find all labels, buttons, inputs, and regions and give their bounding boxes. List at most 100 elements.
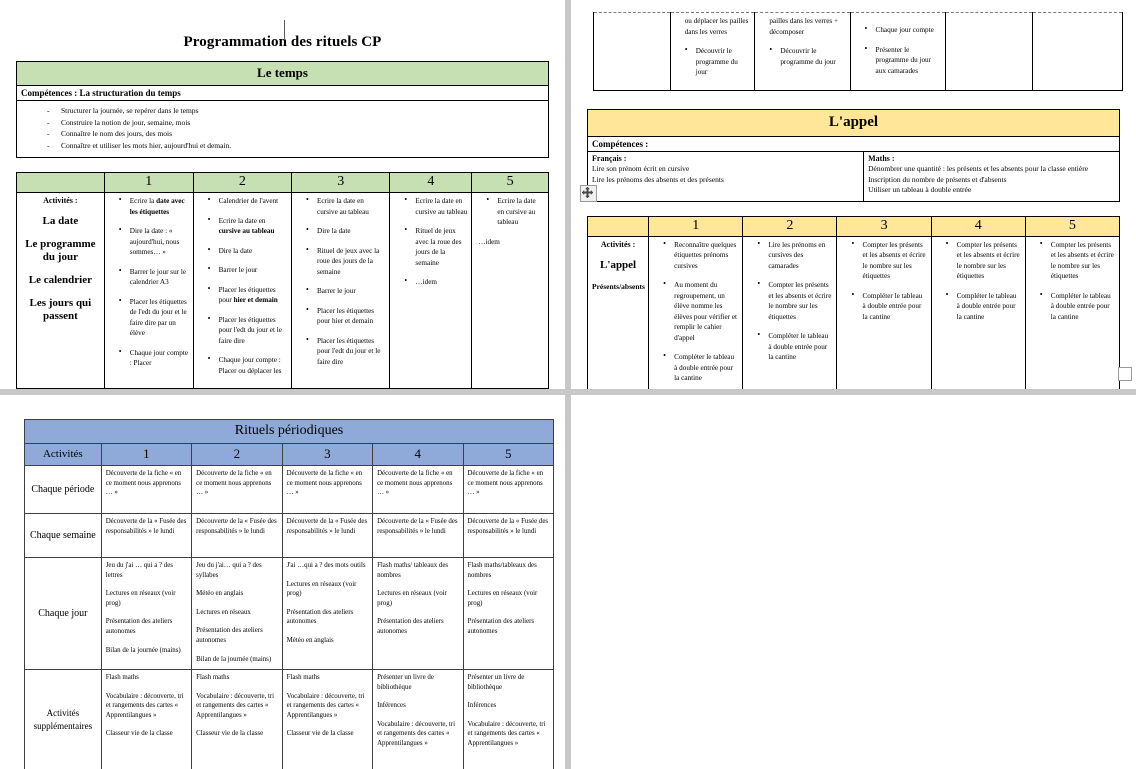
appel-bullet-list-2: Lire les prénoms en cursives des camarad… <box>747 239 832 363</box>
rituels-cell-line: Flash maths <box>105 674 139 681</box>
temps-cell-1: Ecrire la date avec les étiquettesDire l… <box>103 192 194 389</box>
temps-cell-2: Calendrier de l'aventEcrire la date en c… <box>192 192 293 389</box>
appel-activities-title: L'appel <box>600 258 637 271</box>
rituels-cell-line: Lectures en réseaux (voir prog) <box>105 590 176 607</box>
competence-item: Structurer la journée, se repérer dans l… <box>47 105 544 117</box>
document-page-top-right: ou déplacer les pailles dans les verresD… <box>571 0 1136 389</box>
appel-table: 1 2 3 4 5 Activités : L'appel Présents/a… <box>586 215 1121 389</box>
temps-bullet-list-5: Ecrire la date en cursive au tableau <box>476 195 544 228</box>
rituels-cell-line: Découverte de la « Fusée des responsabil… <box>467 518 549 535</box>
activity-bullet: Lire les prénoms en cursives des camarad… <box>757 239 832 272</box>
text-cursor <box>284 20 285 40</box>
appel-activities-label: Activités : <box>600 239 636 249</box>
document-page-bottom-left: Rituels périodiques Activités 1 2 3 4 5 … <box>0 395 565 769</box>
activity-bullet: Ecrire la date en cursive au tableau <box>486 195 544 228</box>
appel-header-4: 4 <box>930 215 1026 237</box>
activity-line: Le calendrier <box>28 274 92 286</box>
competence-item: Lire les prénoms des absents et des prés… <box>592 174 724 184</box>
rituels-cell-line: Découverte de la « Fusée des responsabil… <box>196 518 277 535</box>
rituels-cell-line: Présentation des ateliers autonomes <box>467 618 535 635</box>
rituels-cell-line: Découverte de la fiche « en ce moment no… <box>105 470 182 497</box>
activity-line: La date <box>42 215 79 227</box>
temps-activities-label: Activités : <box>43 196 78 205</box>
rituels-cell-line: Lectures en réseaux <box>196 608 251 616</box>
rituels-header-4: 4 <box>372 443 464 466</box>
rituels-cell: Découverte de la fiche « en ce moment no… <box>281 465 374 514</box>
activity-bullet: Rituel de jeux avec la roue des jours de… <box>306 245 385 278</box>
rituels-cell-line: Météo en anglais <box>286 636 334 644</box>
continuation-cell: Chaque jour comptePrésenter le programme… <box>849 12 946 91</box>
temps-cell-4: Ecrire la date en cursive au tableauRitu… <box>389 192 473 389</box>
temps-competences-box: Le temps Compétences : La structuration … <box>16 61 549 158</box>
rituels-cell-line: Découverte de la « Fusée des responsabil… <box>377 518 458 535</box>
temps-header-4: 4 <box>389 172 473 193</box>
appel-bullet-list-1: Reconnaître quelques étiquettes prénoms … <box>653 239 738 384</box>
competence-item: Inscription du nombre de présents et d'a… <box>868 174 1007 184</box>
page-title: Programmation des rituels CP <box>183 34 382 50</box>
table-move-handle-icon[interactable] <box>580 185 597 202</box>
activity-bullet: Barrer le jour sur le calendrier A3 <box>119 266 189 288</box>
activity-bullet: …idem <box>404 276 467 288</box>
rituels-periodiques-table: Rituels périodiques Activités 1 2 3 4 5 … <box>24 419 555 769</box>
rituels-cell-line: Météo en anglais <box>196 590 244 598</box>
appel-cell-2: Lire les prénoms en cursives des camarad… <box>742 235 838 389</box>
appel-competences-label: Compétences : <box>588 137 1119 152</box>
appel-competences-columns: Français : Lire son prénom écrit en curs… <box>588 151 1119 201</box>
continuation-cell <box>1032 12 1123 91</box>
activity-bullet: Barrer le jour <box>306 285 385 297</box>
appel-francais-title: Français : <box>592 153 627 163</box>
rituels-cell-line: Flash maths/ tableaux des nombres <box>377 562 449 579</box>
temps-cell-5: Ecrire la date en cursive au tableau…ide… <box>471 192 549 389</box>
rituels-cell-line: Présentation des ateliers autonomes <box>286 608 354 626</box>
rituels-header-row: Activités 1 2 3 4 5 <box>24 443 555 466</box>
activity-bullet: Barrer le jour <box>208 264 287 276</box>
activity-bullet: Chaque jour compte : Placer <box>119 347 189 369</box>
activity-bullet: Placer les étiquettes pour hier et demai… <box>306 305 385 327</box>
rituels-row-label: Activités supplémentaires <box>24 669 102 769</box>
rituels-header-2: 2 <box>191 443 283 466</box>
appel-francais-column: Français : Lire son prénom écrit en curs… <box>588 151 865 201</box>
table-resize-handle-icon[interactable] <box>1118 367 1132 381</box>
appel-table-body-row: Activités : L'appel Présents/absents Rec… <box>586 235 1121 389</box>
activity-bullet: Placer les étiquettes pour hier et demai… <box>208 284 287 306</box>
activity-bullet: Ecrire la date en cursive au tableau <box>208 215 287 237</box>
continuation-cell <box>593 12 671 91</box>
appel-header-2: 2 <box>742 215 838 237</box>
temps-table-continuation: ou déplacer les pailles dans les verresD… <box>593 12 1123 91</box>
activity-bullet: Ecrire la date en cursive au tableau <box>404 195 467 217</box>
appel-bullet-list-3: Compter les présents et les absents et é… <box>841 239 926 323</box>
temps-competences-list: Structurer la journée, se repérer dans l… <box>21 105 544 151</box>
appel-bullet-list-4: Compter les présents et les absents et é… <box>936 239 1021 323</box>
temps-banner: Le temps <box>17 62 548 86</box>
continuation-cell: pailles dans les verres + décomposerDéco… <box>754 12 851 91</box>
rituels-cell: Découverte de la « Fusée des responsabil… <box>462 513 555 558</box>
rituels-cell-line: Découverte de la fiche « en ce moment no… <box>286 470 363 497</box>
activity-bullet: Compléter le tableau à double entrée pou… <box>946 290 1021 323</box>
rituels-cell-line: Lectures en réseaux (voir prog) <box>286 580 357 598</box>
temps-header-3: 3 <box>291 172 391 193</box>
rituels-cell-line: Bilan de la journée (mains) <box>196 655 272 663</box>
rituels-cell-line: Flash maths <box>196 674 230 681</box>
rituels-cell: Découverte de la « Fusée des responsabil… <box>372 513 464 558</box>
rituels-row-label: Chaque semaine <box>24 513 102 558</box>
activity-bullet: Ecrire la date en cursive au tableau <box>306 195 385 217</box>
activity-bullet: Placer les étiquettes de l'edt du jour e… <box>119 296 189 339</box>
activity-bullet: Calendrier de l'avent <box>208 195 287 207</box>
competence-item: Connaître et utiliser les mots hier, auj… <box>47 140 544 152</box>
continuation-bullet: Découvrir le programme du jour <box>685 45 751 78</box>
document-page-bottom-right <box>571 395 1136 769</box>
activity-bullet: Chaque jour compte : Placer ou déplacer … <box>208 354 287 376</box>
appel-cell-4: Compter les présents et les absents et é… <box>930 235 1026 389</box>
competence-item: Utiliser un tableau à double entrée <box>868 185 972 194</box>
appel-table-header-row: 1 2 3 4 5 <box>586 215 1121 237</box>
